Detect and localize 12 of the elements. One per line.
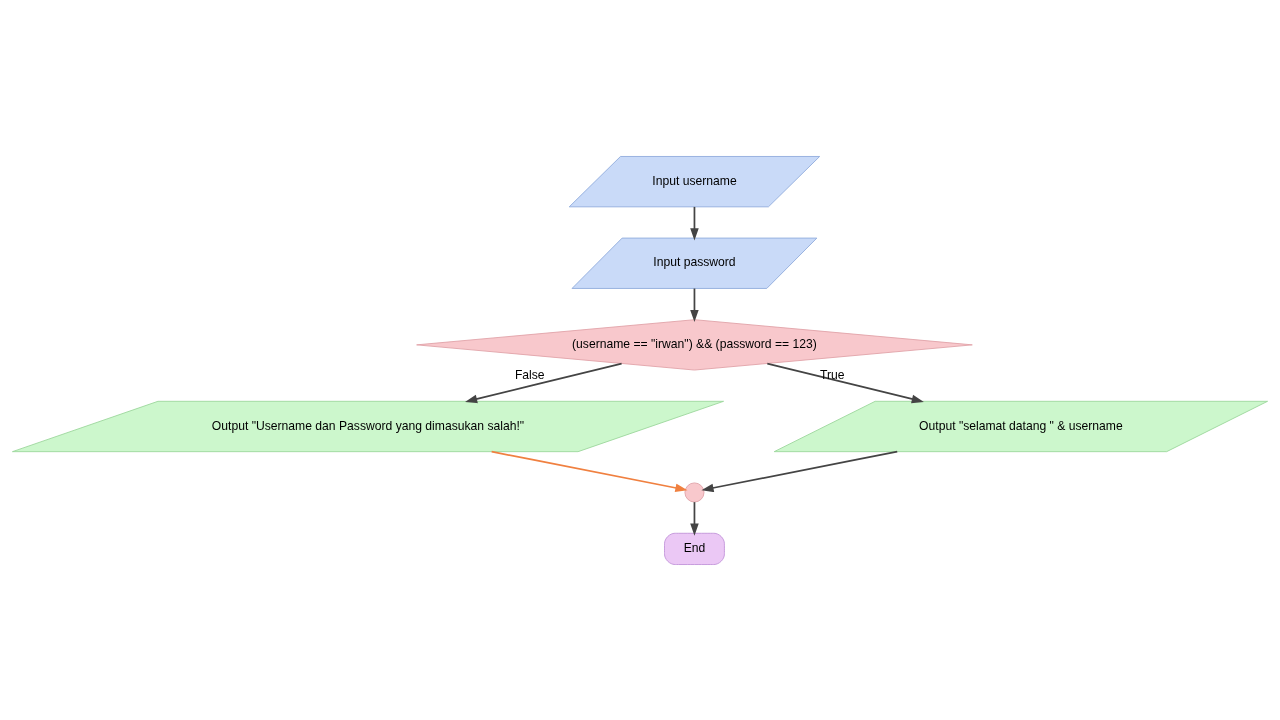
arrow (465, 362, 623, 403)
arrow (701, 450, 899, 492)
arrow (490, 450, 688, 492)
arrow (690, 500, 699, 536)
arrow (690, 287, 699, 322)
node-circle (684, 482, 705, 502)
node-diamond: (username == "irwan") && (password == 123) (416, 318, 973, 370)
edge-label: True (819, 367, 845, 382)
edge-label: False (514, 367, 545, 382)
arrow (766, 362, 924, 403)
node-box: End (664, 532, 725, 565)
arrow (690, 205, 699, 240)
